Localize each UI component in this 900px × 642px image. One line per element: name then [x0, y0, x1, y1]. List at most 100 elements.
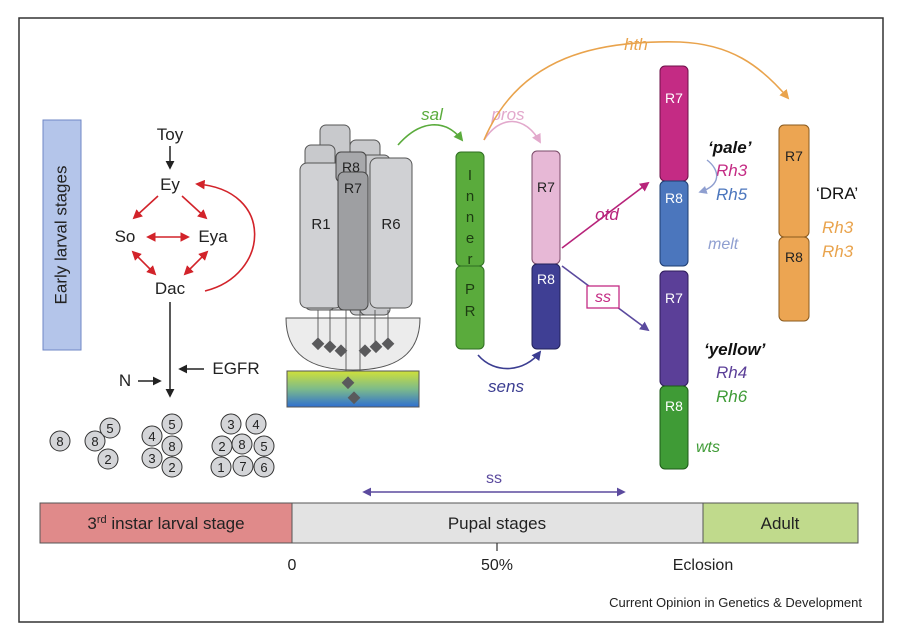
pale-rh-arrow — [698, 159, 718, 194]
photoreceptor-cell: 7 — [232, 455, 254, 477]
so-label: So — [115, 227, 136, 246]
pros-label: pros — [490, 105, 525, 124]
photoreceptor-cell: 5 — [253, 435, 275, 457]
eya-dac-arrow — [183, 250, 209, 276]
ommatidium-illustration: R1 R6 R8 R7 — [285, 124, 421, 408]
mid-r7-label: R7 — [537, 179, 555, 195]
r7-r8-column: R7 R8 — [531, 150, 561, 350]
yellow-rh4: Rh4 — [716, 363, 747, 382]
ey-label: Ey — [160, 175, 180, 194]
n-label: N — [119, 371, 131, 390]
yellow-r8-label: R8 — [665, 398, 683, 414]
inner-letter: r — [468, 251, 473, 268]
photoreceptor-cell: 2 — [161, 456, 183, 478]
photoreceptor-cell: 6 — [253, 456, 275, 478]
photoreceptor-cell: 3 — [220, 413, 242, 435]
yellow-rh6: Rh6 — [716, 387, 748, 406]
eye-specification-network: Toy Ey So Eya Dac N EGFR — [115, 125, 260, 398]
r7-label: R7 — [344, 180, 362, 196]
photoreceptor-cell: 1 — [210, 456, 232, 478]
timeline-larval-label: 3rd instar larval stage — [87, 514, 244, 533]
photoreceptor-cell-number: 8 — [56, 434, 63, 449]
dra-rh3-b: Rh3 — [822, 242, 854, 261]
pr-letter: P — [465, 281, 475, 298]
photoreceptor-cell: 5 — [161, 413, 183, 435]
yellow-r7-label: R7 — [665, 290, 683, 306]
photoreceptor-cell-number: 3 — [227, 417, 234, 432]
mid-r8-label: R8 — [537, 271, 555, 287]
ss-box-label: ss — [595, 289, 611, 306]
inner-letter: n — [466, 188, 474, 205]
photoreceptor-cell: 3 — [141, 447, 163, 469]
dra-title: ‘DRA’ — [816, 184, 858, 203]
developmental-timeline: 3rd instar larval stage Pupal stages Adu… — [39, 502, 859, 574]
axon-terminals — [311, 337, 395, 405]
tick-fifty: 50% — [481, 557, 513, 574]
toy-label: Toy — [157, 125, 184, 144]
so-dac-arrow — [131, 250, 157, 276]
dra-subtype-column: R7 R8 — [778, 124, 810, 322]
hth-arrow — [483, 41, 790, 141]
photoreceptor-cell-number: 5 — [168, 417, 175, 432]
pale-subtype-column: R7 R8 — [659, 65, 689, 267]
melt-label: melt — [708, 236, 739, 253]
photoreceptor-cell-number: 8 — [168, 439, 175, 454]
timeline-pupal-label: Pupal stages — [448, 514, 546, 533]
inner-letter: n — [466, 209, 474, 226]
ss-box: ss — [586, 285, 620, 309]
photoreceptor-cell: 5 — [99, 417, 121, 439]
tick-zero: 0 — [288, 557, 297, 574]
hth-label: hth — [624, 35, 648, 54]
photoreceptor-cell: 8 — [84, 430, 106, 452]
photoreceptor-cell-number: 7 — [239, 459, 246, 474]
dra-rh3-a: Rh3 — [822, 218, 854, 237]
figure-frame — [18, 17, 884, 623]
inner-letter: e — [466, 230, 474, 247]
photoreceptor-cell: 2 — [97, 448, 119, 470]
yellow-title: ‘yellow’ — [704, 340, 766, 359]
eya-label: Eya — [198, 227, 228, 246]
photoreceptor-cell: 4 — [245, 413, 267, 435]
photoreceptor-cell-number: 5 — [260, 439, 267, 454]
r1-cell — [299, 162, 343, 309]
photoreceptor-cell: 8 — [161, 435, 183, 457]
timeline-pupal-segment — [291, 502, 704, 544]
yellow-subtype-column: R7 R8 — [659, 270, 689, 470]
photoreceptor-cell-number: 6 — [260, 460, 267, 475]
dac-label: Dac — [155, 279, 186, 298]
otd-label: otd — [595, 205, 619, 224]
wts-label: wts — [696, 439, 720, 456]
egfr-label: EGFR — [212, 359, 259, 378]
ss-span-label: ss — [486, 470, 502, 487]
pale-rh5: Rh5 — [716, 185, 748, 204]
photoreceptor-cell-number: 4 — [252, 417, 259, 432]
photoreceptor-cell: 2 — [211, 435, 233, 457]
photoreceptor-cell-number: 8 — [91, 434, 98, 449]
early-larval-stages-label: Early larval stages — [51, 166, 70, 305]
dra-r7-label: R7 — [785, 148, 803, 164]
photoreceptor-cell-number: 2 — [104, 452, 111, 467]
sal-arrow — [397, 124, 464, 146]
photoreceptor-cell: 8 — [49, 430, 71, 452]
sal-label: sal — [421, 105, 444, 124]
pale-r8-label: R8 — [665, 190, 683, 206]
photoreceptor-cell-number: 4 — [148, 429, 155, 444]
timeline-adult-label: Adult — [761, 514, 800, 533]
pr-letter: R — [465, 303, 476, 320]
pale-rh3: Rh3 — [716, 161, 748, 180]
r6-cell — [369, 157, 413, 309]
photoreceptor-cell-number: 5 — [106, 421, 113, 436]
r6-label: R6 — [381, 216, 400, 233]
pros-arrow — [483, 120, 541, 144]
dac-to-ey-feedback-arrow — [195, 179, 256, 292]
ey-to-so-arrow — [132, 195, 159, 220]
pale-r7-label: R7 — [665, 90, 683, 106]
r7-cell — [337, 171, 369, 311]
journal-credit: Current Opinion in Genetics & Developmen… — [609, 595, 862, 610]
ey-to-eya-arrow — [181, 195, 208, 220]
tick-eclosion: Eclosion — [673, 557, 733, 574]
photoreceptor-cell-number: 2 — [218, 439, 225, 454]
early-larval-stages-box: Early larval stages — [42, 119, 82, 351]
